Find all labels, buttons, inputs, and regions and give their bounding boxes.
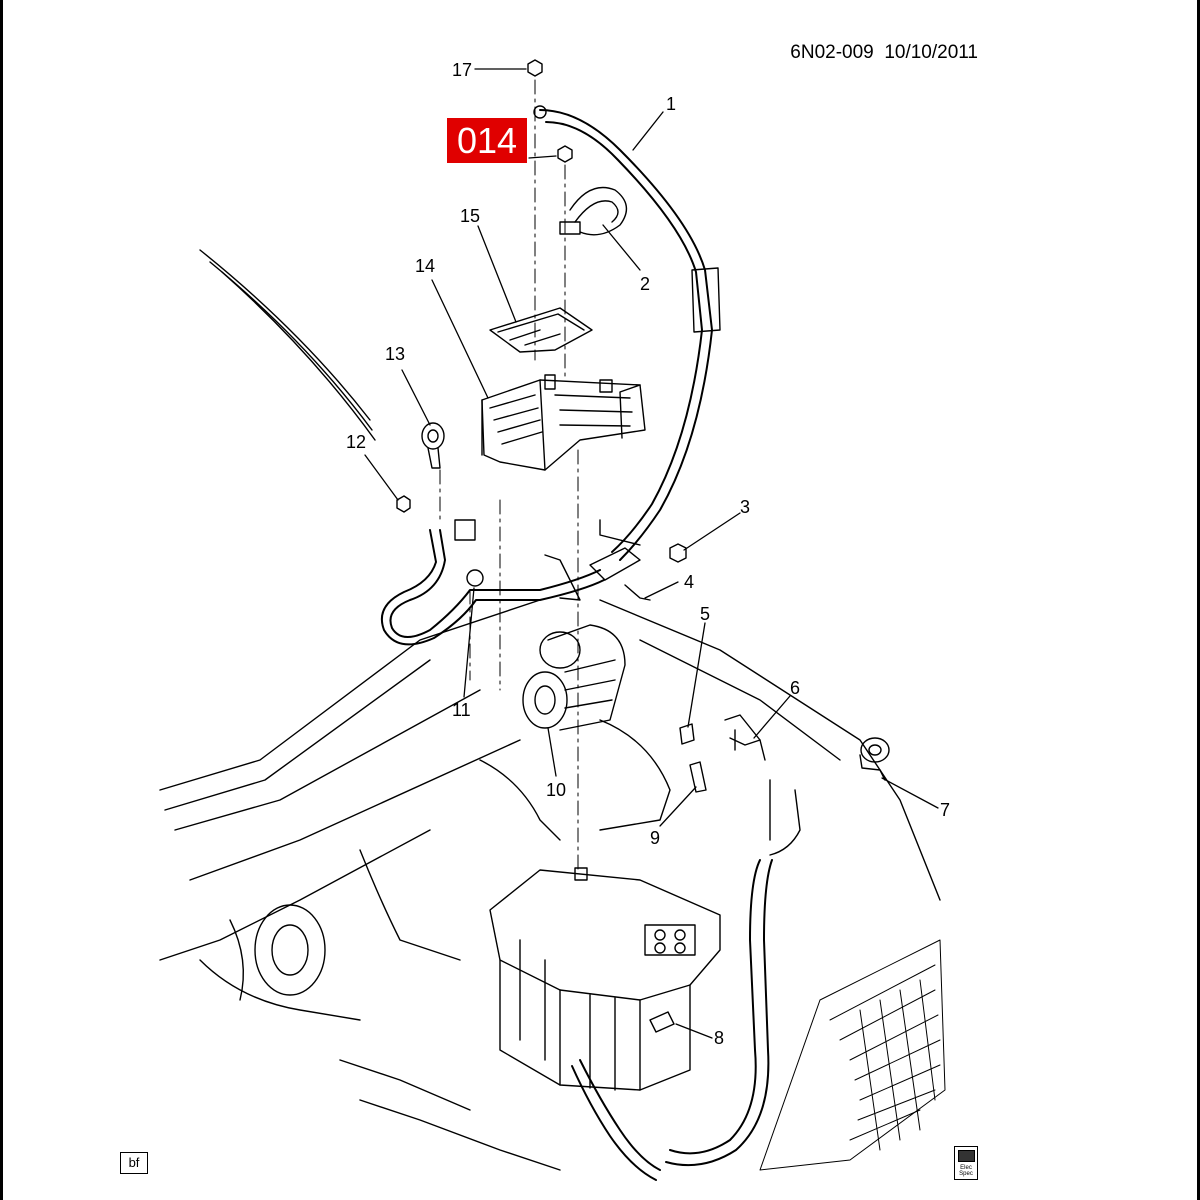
cable-terminal-boot	[544, 519, 651, 601]
battery-hold-down-bolt	[649, 1011, 675, 1033]
footer-label-bf: bf	[120, 1152, 148, 1174]
callout-10: 10	[546, 780, 566, 800]
hood-edge-lines	[199, 249, 376, 441]
callout-5: 5	[700, 604, 710, 624]
battery-cable-right	[665, 779, 801, 1167]
engine-bay-structure	[159, 599, 941, 1171]
battery	[489, 867, 721, 1091]
callout-labels: 17 1 2 3 4 5 6 7 8 9 10 11 12 13 14 15	[346, 60, 950, 1048]
leader-lines	[364, 68, 939, 1039]
stud-bolt	[689, 761, 707, 793]
fuse-block	[481, 374, 646, 471]
diagram-header: 6N02-009 10/10/2011	[790, 42, 978, 64]
manual-icon: Elec Spec	[954, 1146, 978, 1180]
callout-14: 14	[415, 256, 435, 276]
manual-icon-screen	[958, 1150, 975, 1162]
highlight-badge: 014	[447, 118, 527, 163]
callout-8: 8	[714, 1028, 724, 1048]
manual-icon-text: Elec Spec	[959, 1165, 973, 1177]
diagram-code: 6N02-009	[790, 42, 874, 63]
ground-bracket	[679, 714, 766, 761]
left-ground-cable	[380, 519, 605, 646]
alignment-lines	[439, 79, 579, 871]
callout-17: 17	[452, 60, 472, 80]
positive-battery-cable	[533, 105, 721, 561]
nuts	[396, 59, 687, 563]
ring-terminal	[859, 737, 890, 781]
callout-6: 6	[790, 678, 800, 698]
callout-7: 7	[940, 800, 950, 820]
callout-2: 2	[640, 274, 650, 294]
callout-13: 13	[385, 344, 405, 364]
diagram-date: 10/10/2011	[884, 42, 978, 63]
callout-12: 12	[346, 432, 366, 452]
terminal-lug	[421, 422, 445, 469]
starter-motor	[522, 624, 626, 731]
fuse-block-cover	[489, 307, 593, 353]
callout-11: 11	[452, 700, 471, 720]
cable-2	[559, 186, 628, 236]
callout-3: 3	[740, 497, 750, 517]
callout-4: 4	[684, 572, 694, 592]
callout-15: 15	[460, 206, 480, 226]
callout-1: 1	[666, 94, 676, 114]
battery-negative-cable	[571, 1059, 661, 1181]
callout-9: 9	[650, 828, 660, 848]
front-grille	[759, 939, 946, 1171]
